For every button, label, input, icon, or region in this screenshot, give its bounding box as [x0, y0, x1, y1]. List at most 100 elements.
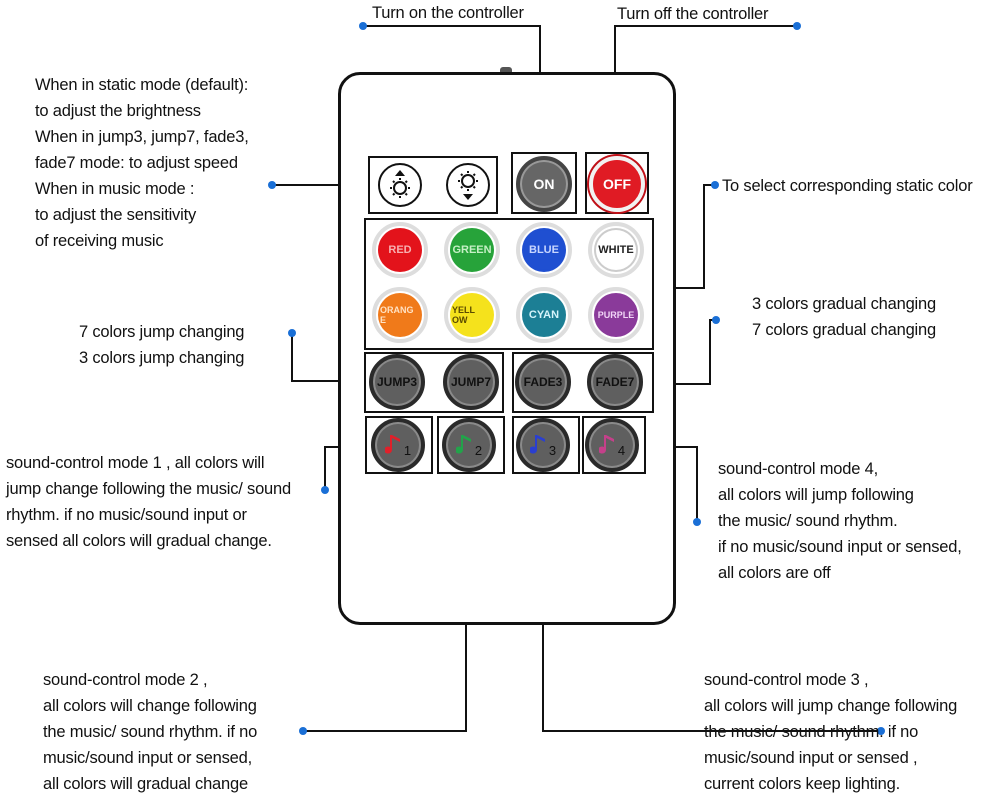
- music-note-icon: [455, 435, 471, 454]
- annotation-mode1: sound-control mode 1 , all colors will j…: [6, 450, 291, 554]
- annotation-line: When in jump3, jump7, fade3,: [35, 128, 249, 146]
- annotation-line: all colors will gradual change: [43, 775, 248, 793]
- color-button-face: CYAN: [524, 295, 564, 335]
- color-button-face: ORANG E: [380, 295, 420, 335]
- color-button-label: BLUE: [529, 244, 559, 256]
- dot-mode3: [877, 727, 885, 735]
- annotation-mode3: sound-control mode 3 , all colors will j…: [704, 667, 957, 797]
- color-button-1[interactable]: RED: [372, 222, 428, 278]
- annotation-line: all colors will jump change following: [704, 697, 958, 715]
- color-button-label: WHITE: [598, 244, 634, 256]
- annotation-line: Turn off the controller: [617, 5, 769, 23]
- dot-gradual: [712, 316, 720, 324]
- annotation-line: all colors will jump following: [718, 486, 914, 504]
- annotation-line: music/sound input or sensed ,: [704, 749, 918, 767]
- annotation-line: sound-control mode 2 ,: [43, 671, 208, 689]
- music-mode-number: 4: [617, 442, 626, 458]
- music-note-icon: [384, 435, 400, 454]
- music-mode-3-button[interactable]: 3: [516, 418, 570, 472]
- music-mode-number: 3: [548, 442, 557, 458]
- annotation-line: Turn on the controller: [372, 4, 524, 22]
- dot-turn-off: [793, 22, 801, 30]
- music-mode-2-button[interactable]: 2: [442, 418, 496, 472]
- annotation-line: music/sound input or sensed,: [43, 749, 253, 767]
- annotation-line: all colors are off: [718, 564, 831, 582]
- annotation-line: to adjust the brightness: [35, 102, 201, 120]
- annotation-line: When in static mode (default):: [35, 76, 249, 94]
- line-static-color: [654, 184, 715, 289]
- off-button-label: OFF: [603, 176, 631, 192]
- annotation-line: the music/ sound rhythm. if no: [43, 723, 258, 741]
- annotation-line: sound-control mode 1 , all colors will: [6, 454, 265, 472]
- annotation-line: 3 colors jump changing: [79, 349, 245, 367]
- music-mode-number: 2: [474, 442, 483, 458]
- jump3-label: JUMP3: [376, 375, 417, 389]
- sun-down-icon: [458, 171, 478, 200]
- color-button-label: YELL OW: [452, 305, 475, 325]
- jump7-button[interactable]: JUMP7: [443, 354, 499, 410]
- music-note-icon: [598, 435, 614, 454]
- annotation-line: the music/ sound rhythm.: [718, 512, 898, 530]
- color-button-face: BLUE: [524, 230, 564, 270]
- music-mode-number: 1: [403, 442, 412, 458]
- music-mode-4-button[interactable]: 4: [585, 418, 639, 472]
- annotation-line: 7 colors jump changing: [79, 323, 245, 341]
- dot-jump: [288, 329, 296, 337]
- off-button[interactable]: OFF: [589, 156, 645, 212]
- color-button-face: PURPLE: [596, 295, 636, 335]
- annotation-line: of receiving music: [35, 232, 164, 250]
- annotation-turn-on: Turn on the controller: [372, 0, 524, 26]
- sun-up-icon: [390, 170, 410, 198]
- color-button-face: RED: [380, 230, 420, 270]
- dot-static-color: [711, 181, 719, 189]
- music-note-icon: [529, 435, 545, 454]
- annotation-line: sound-control mode 4,: [718, 460, 878, 478]
- dot-mode2: [299, 727, 307, 735]
- color-button-label: RED: [388, 244, 412, 256]
- jump3-button[interactable]: JUMP3: [369, 354, 425, 410]
- dot-turn-on: [359, 22, 367, 30]
- on-button-label: ON: [533, 176, 555, 192]
- dot-mode1: [321, 486, 329, 494]
- jump7-label: JUMP7: [450, 375, 491, 389]
- music-mode-1-button[interactable]: 1: [371, 418, 425, 472]
- color-button-6[interactable]: YELL OW: [444, 287, 500, 343]
- annotation-static-color: To select corresponding static color: [722, 173, 973, 199]
- dot-mode4: [693, 518, 701, 526]
- remote-tab: [500, 67, 512, 73]
- color-button-label: GREEN: [452, 244, 492, 256]
- color-button-2[interactable]: GREEN: [444, 222, 500, 278]
- on-button[interactable]: ON: [516, 156, 572, 212]
- annotation-line: if no music/sound input or sensed,: [718, 538, 962, 556]
- annotation-line: sensed all colors will gradual change.: [6, 532, 272, 550]
- annotation-turn-off: Turn off the controller: [617, 1, 769, 27]
- color-button-7[interactable]: CYAN: [516, 287, 572, 343]
- annotation-line: current colors keep lighting.: [704, 775, 900, 793]
- fade7-label: FADE7: [595, 375, 635, 389]
- annotation-line: the music/ sound rhythm. if no: [704, 723, 919, 741]
- annotation-mode2: sound-control mode 2 , all colors will c…: [43, 667, 257, 797]
- color-button-face: GREEN: [452, 230, 492, 270]
- annotation-line: rhythm. if no music/sound input or: [6, 506, 247, 524]
- color-button-face: WHITE: [596, 230, 636, 270]
- brightness-up-button[interactable]: [378, 163, 422, 207]
- fade7-button[interactable]: FADE7: [587, 354, 643, 410]
- color-button-face: YELL OW: [452, 295, 492, 335]
- annotation-jump: 7 colors jump changing 3 colors jump cha…: [79, 319, 244, 371]
- annotation-line: all colors will change following: [43, 697, 257, 715]
- annotation-line: sound-control mode 3 ,: [704, 671, 869, 689]
- annotation-line: to adjust the sensitivity: [35, 206, 196, 224]
- annotation-line: jump change following the music/ sound: [6, 480, 291, 498]
- color-button-5[interactable]: ORANG E: [372, 287, 428, 343]
- annotation-line: 7 colors gradual changing: [752, 321, 936, 339]
- annotation-line: When in music mode :: [35, 180, 195, 198]
- color-button-4[interactable]: WHITE: [588, 222, 644, 278]
- annotation-gradual: 3 colors gradual changing 7 colors gradu…: [752, 291, 936, 343]
- fade3-button[interactable]: FADE3: [515, 354, 571, 410]
- annotation-line: 3 colors gradual changing: [752, 295, 936, 313]
- color-button-label: ORANG E: [380, 305, 414, 325]
- color-button-label: CYAN: [528, 309, 560, 321]
- color-button-3[interactable]: BLUE: [516, 222, 572, 278]
- color-button-8[interactable]: PURPLE: [588, 287, 644, 343]
- brightness-down-button[interactable]: [446, 163, 490, 207]
